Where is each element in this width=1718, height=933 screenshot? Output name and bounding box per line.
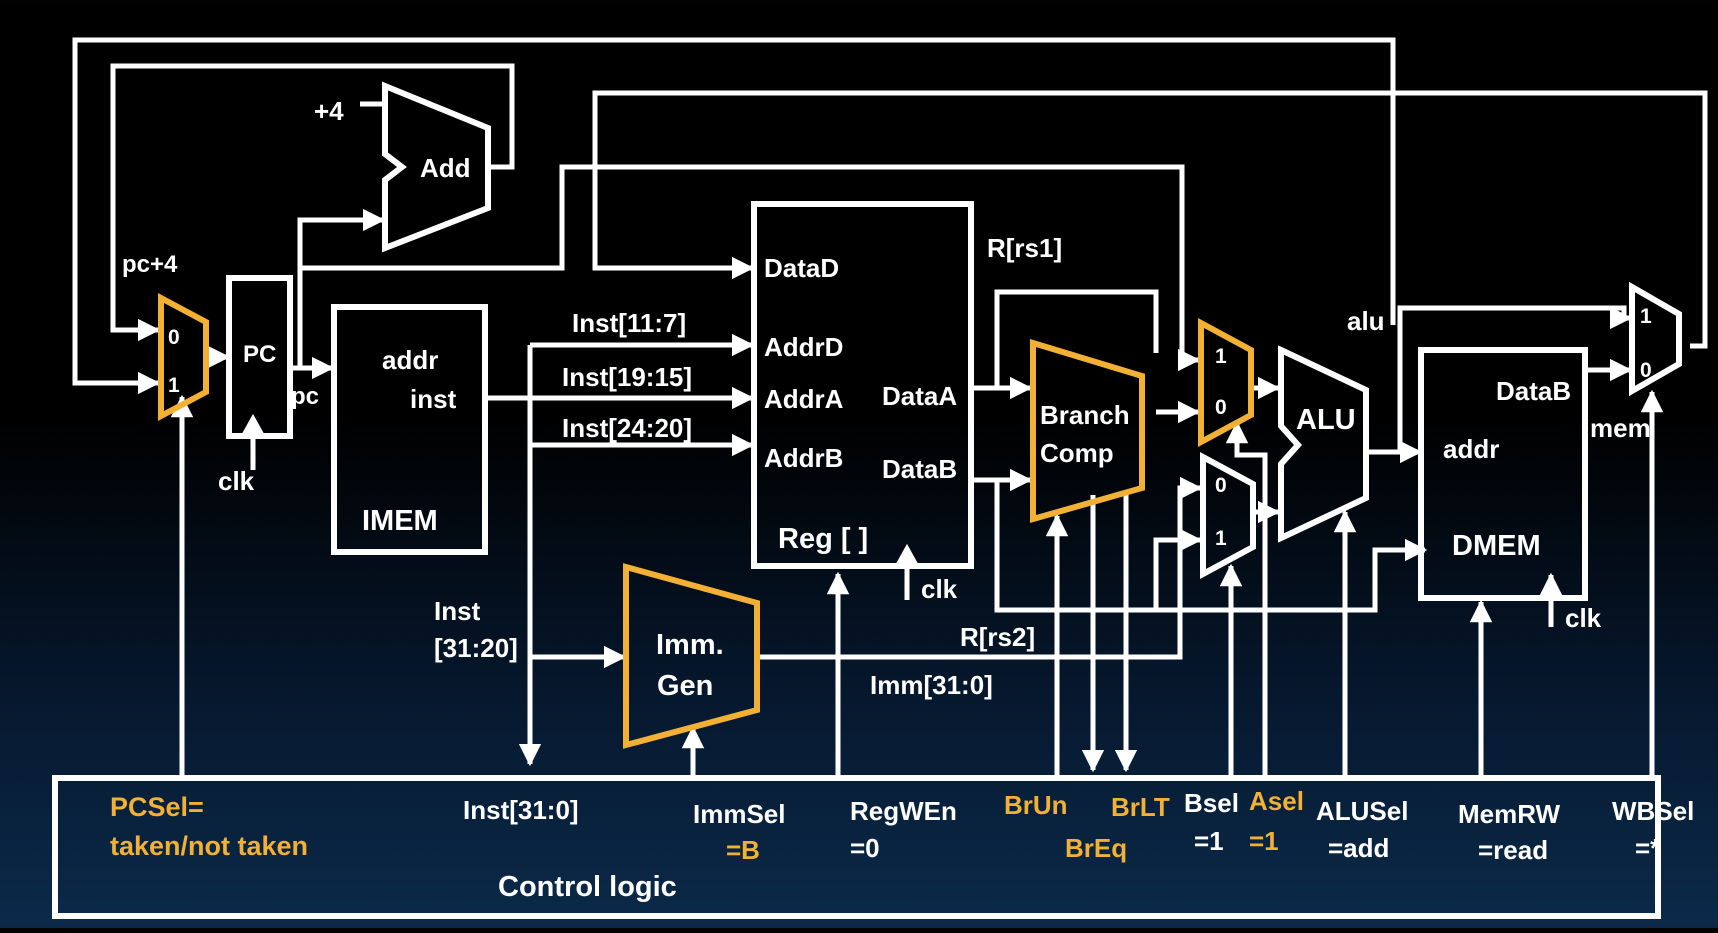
dmem-block	[1418, 347, 1588, 601]
inst-19-15-label: Inst[19:15]	[562, 362, 692, 392]
imem-block	[331, 304, 488, 555]
pc-out-label: pc	[291, 383, 319, 410]
brlt-label: BrLT	[1111, 792, 1170, 822]
bmux-1: 1	[1215, 527, 1227, 550]
regwen-label-2: =0	[850, 833, 880, 863]
datab-label: DataB	[882, 454, 957, 484]
wbmux-1: 1	[1640, 305, 1652, 328]
regwen-label-1: RegWEn	[850, 796, 957, 826]
imm-label-1: Imm.	[656, 629, 724, 661]
plus4-label: +4	[314, 96, 344, 126]
datapath-labels: Add +4 PC pc pc+4 clk addr inst IMEM Ins…	[122, 96, 1652, 702]
alu-block	[1278, 345, 1369, 543]
memrw-label-2: =read	[1478, 835, 1548, 865]
pc-label: PC	[243, 341, 276, 368]
dmem-clk-label: clk	[1565, 603, 1602, 633]
pc-clk-label: clk	[218, 466, 255, 496]
wire-datab-to-bmux	[1153, 528, 1203, 610]
reg-clk-marker	[895, 543, 919, 567]
immsel-label-2: =B	[726, 835, 760, 865]
r-rs1-label: R[rs1]	[987, 233, 1062, 263]
control-labels: PCSel= taken/not taken Inst[31:0] ImmSel…	[110, 786, 1694, 903]
brun-label: BrUn	[1004, 790, 1068, 820]
register-file	[751, 201, 974, 569]
dmem-addr-label: addr	[1443, 434, 1499, 464]
pc-register	[226, 275, 293, 439]
inst-31-20-label-a: Inst	[434, 596, 481, 626]
immsel-label-1: ImmSel	[693, 799, 786, 829]
reg-clk-label: clk	[921, 574, 958, 604]
breq-label: BrEq	[1065, 833, 1127, 863]
asel-label-1: Asel	[1249, 786, 1304, 816]
wire-alu-to-pcmux	[72, 37, 1396, 395]
bsel-label-2: =1	[1194, 826, 1224, 856]
datad-label: DataD	[764, 253, 839, 283]
wbmux-0: 0	[1640, 359, 1652, 382]
pc-mux	[158, 293, 209, 421]
clock-markers	[241, 413, 1563, 599]
pcmux-0: 0	[168, 326, 180, 349]
dmem-label: DMEM	[1452, 530, 1541, 562]
branch-label-2: Comp	[1040, 438, 1114, 468]
inst-11-7-label: Inst[11:7]	[572, 308, 686, 338]
pcsel-label-1: PCSel=	[110, 792, 204, 822]
addrd-label: AddrD	[764, 332, 843, 362]
imm-label-2: Gen	[657, 670, 713, 702]
wire-datab-down	[994, 480, 1428, 613]
memrw-label-1: MemRW	[1458, 799, 1561, 829]
imem-addr-label: addr	[382, 345, 438, 375]
branch-comparator	[1030, 338, 1145, 523]
add-label: Add	[420, 153, 471, 183]
wb-mux	[1629, 281, 1682, 397]
adder	[382, 81, 491, 253]
mem-label: mem	[1590, 413, 1651, 443]
alu-label: ALU	[1296, 404, 1356, 436]
wire-alu-to-wbmux	[1397, 305, 1633, 452]
inst-control-label: Inst[31:0]	[463, 795, 579, 825]
wire-imm-to-bmux	[757, 476, 1203, 660]
asel-label-2: =1	[1249, 826, 1279, 856]
alu-out-label: alu	[1347, 306, 1385, 336]
regfile-label: Reg [ ]	[778, 523, 868, 555]
control-logic-title: Control logic	[498, 871, 677, 903]
pc-plus4-label: pc+4	[122, 251, 178, 278]
inst-31-20-label-b: [31:20]	[434, 633, 518, 663]
wire-pc-to-add	[297, 208, 386, 368]
bsel-label-1: Bsel	[1184, 788, 1239, 818]
wire-pc-to-amux	[300, 164, 1201, 372]
pc-clk-marker	[241, 413, 265, 437]
b-mux	[1200, 451, 1256, 580]
dmem-datab-label: DataB	[1496, 376, 1571, 406]
wire-dataa-up	[994, 289, 1159, 388]
imem-inst-label: inst	[410, 384, 457, 414]
branch-label-1: Branch	[1040, 400, 1130, 430]
addra-label: AddrA	[764, 384, 844, 414]
alusel-label-1: ALUSel	[1316, 796, 1408, 826]
imm-31-0-label: Imm[31:0]	[870, 670, 993, 700]
bmux-0: 0	[1215, 474, 1227, 497]
addrb-label: AddrB	[764, 443, 843, 473]
dmem-clk-marker	[1539, 575, 1563, 599]
r-rs2-label: R[rs2]	[960, 622, 1035, 652]
pcsel-label-2: taken/not taken	[110, 831, 308, 861]
alusel-label-2: =add	[1328, 833, 1389, 863]
a-mux	[1198, 317, 1254, 448]
inst-24-20-label: Inst[24:20]	[562, 413, 692, 443]
control-logic-box	[52, 775, 1661, 919]
amux-0: 0	[1215, 396, 1227, 419]
blocks	[52, 81, 1682, 919]
wires	[72, 37, 1708, 775]
wire-asel	[1225, 420, 1268, 775]
amux-1: 1	[1215, 345, 1227, 368]
imm-gen	[623, 563, 760, 749]
wire-wb-to-datad	[592, 90, 1708, 349]
wire-pcplus4-to-pcmux	[110, 63, 515, 342]
dataa-label: DataA	[882, 381, 957, 411]
wbsel-label-1: WBSel	[1612, 796, 1694, 826]
pcmux-1: 1	[168, 374, 180, 397]
wbsel-label-2: =*	[1635, 833, 1661, 863]
imem-label: IMEM	[362, 505, 438, 537]
